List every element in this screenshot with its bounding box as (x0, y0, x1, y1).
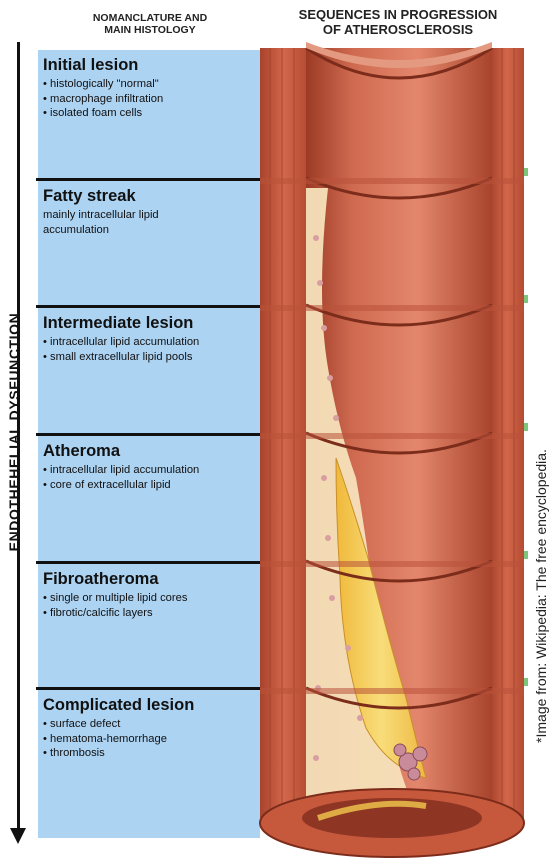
stage-description: • single or multiple lipid cores • fibro… (43, 591, 260, 620)
right-header-line2: OF ATHEROSCLEROSIS (258, 23, 538, 38)
stage-fibroatheroma: Fibroatheroma • single or multiple lipid… (38, 564, 260, 687)
right-header-line1: SEQUENCES IN PROGRESSION (258, 8, 538, 23)
stage-title: Fatty streak (43, 187, 260, 206)
stage-description: • intracellular lipid accumulation • cor… (43, 463, 260, 492)
left-column-header: NOMANCLATURE AND MAIN HISTOLOGY (40, 12, 260, 36)
stage-description: mainly intracellular lipid accumulation (43, 208, 260, 237)
stage-description: • intracellular lipid accumulation • sma… (43, 335, 260, 364)
left-header-line1: NOMANCLATURE AND (40, 12, 260, 24)
stage-description: • histologically "normal" • macrophage i… (43, 77, 260, 121)
stage-atheroma: Atheroma • intracellular lipid accumulat… (38, 436, 260, 561)
stage-complicated-lesion: Complicated lesion • surface defect • he… (38, 690, 260, 838)
stage-initial-lesion: Initial lesion • histologically "normal"… (38, 50, 260, 178)
right-column-header: SEQUENCES IN PROGRESSION OF ATHEROSCLERO… (258, 8, 538, 38)
stage-title: Atheroma (43, 442, 260, 461)
stage-title: Complicated lesion (43, 696, 260, 715)
edge-markers (524, 168, 528, 686)
down-arrow-icon (10, 828, 26, 844)
stage-description: • surface defect • hematoma-hemorrhage •… (43, 717, 260, 761)
endothelial-dysfunction-label: ENDOTHEHELIAL DYSFUNCTION (6, 262, 30, 602)
stage-title: Intermediate lesion (43, 314, 260, 333)
stage-intermediate-lesion: Intermediate lesion • intracellular lipi… (38, 308, 260, 433)
artery-illustration (258, 38, 530, 860)
stage-title: Fibroatheroma (43, 570, 260, 589)
stage-title: Initial lesion (43, 56, 260, 75)
left-header-line2: MAIN HISTOLOGY (40, 24, 260, 36)
stage-fatty-streak: Fatty streak mainly intracellular lipid … (38, 181, 260, 305)
image-credit: *Image from: Wikipedia: The free encyclo… (533, 326, 551, 866)
